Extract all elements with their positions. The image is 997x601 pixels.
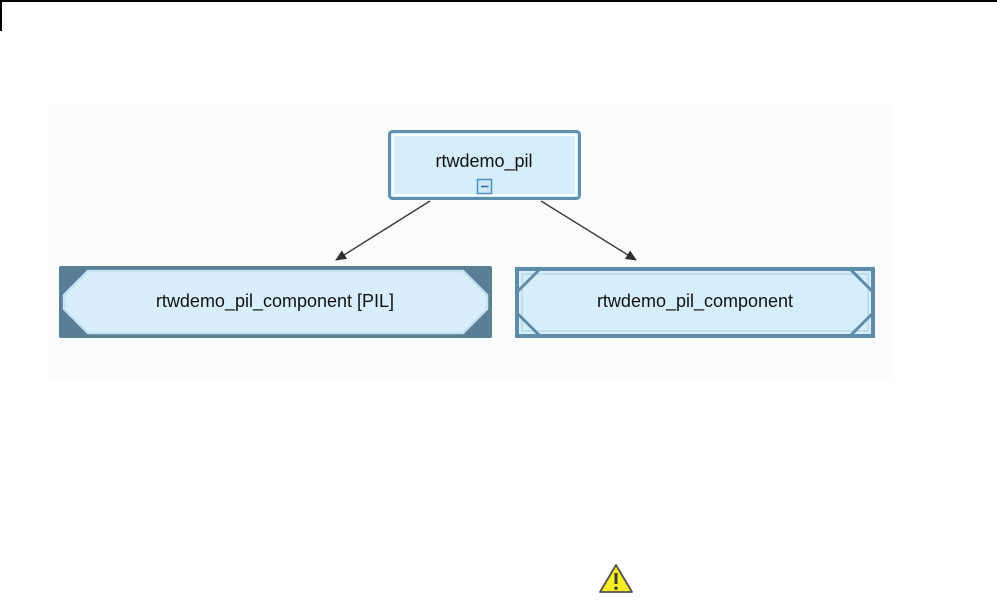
window-frame-top-line [0,0,997,2]
edge-root-to-component [540,200,637,261]
node-rtwdemo-pil[interactable]: rtwdemo_pil [388,130,581,200]
node-rtwdemo-pil-label: rtwdemo_pil [435,151,532,172]
collapse-button[interactable] [476,178,493,195]
node-rtwdemo-pil-box[interactable] [388,130,581,200]
warning-triangle-icon[interactable] [599,564,633,593]
warning-exclamation-dot [614,586,618,590]
corner-mark-top-left [516,268,541,293]
corner-mark-bottom-left [516,312,541,337]
pil-inner-octagon[interactable] [62,269,489,335]
node-rtwdemo-pil-component-label: rtwdemo_pil_component [597,291,793,312]
window-frame-left-line [0,0,2,31]
node-rtwdemo-pil-bevel [392,134,577,196]
node-rtwdemo-pil-component-pil-label: rtwdemo_pil_component [PIL] [156,291,394,312]
node-rtwdemo-pil-component[interactable]: rtwdemo_pil_component [515,267,875,338]
corner-mark-bottom-right [849,312,874,337]
component-box[interactable] [515,267,875,338]
corner-mark-top-right [849,268,874,293]
component-inner-edge [521,273,869,332]
node-rtwdemo-pil-component-pil[interactable]: rtwdemo_pil_component [PIL] [59,266,492,338]
edge-root-to-pil-component [335,200,431,261]
